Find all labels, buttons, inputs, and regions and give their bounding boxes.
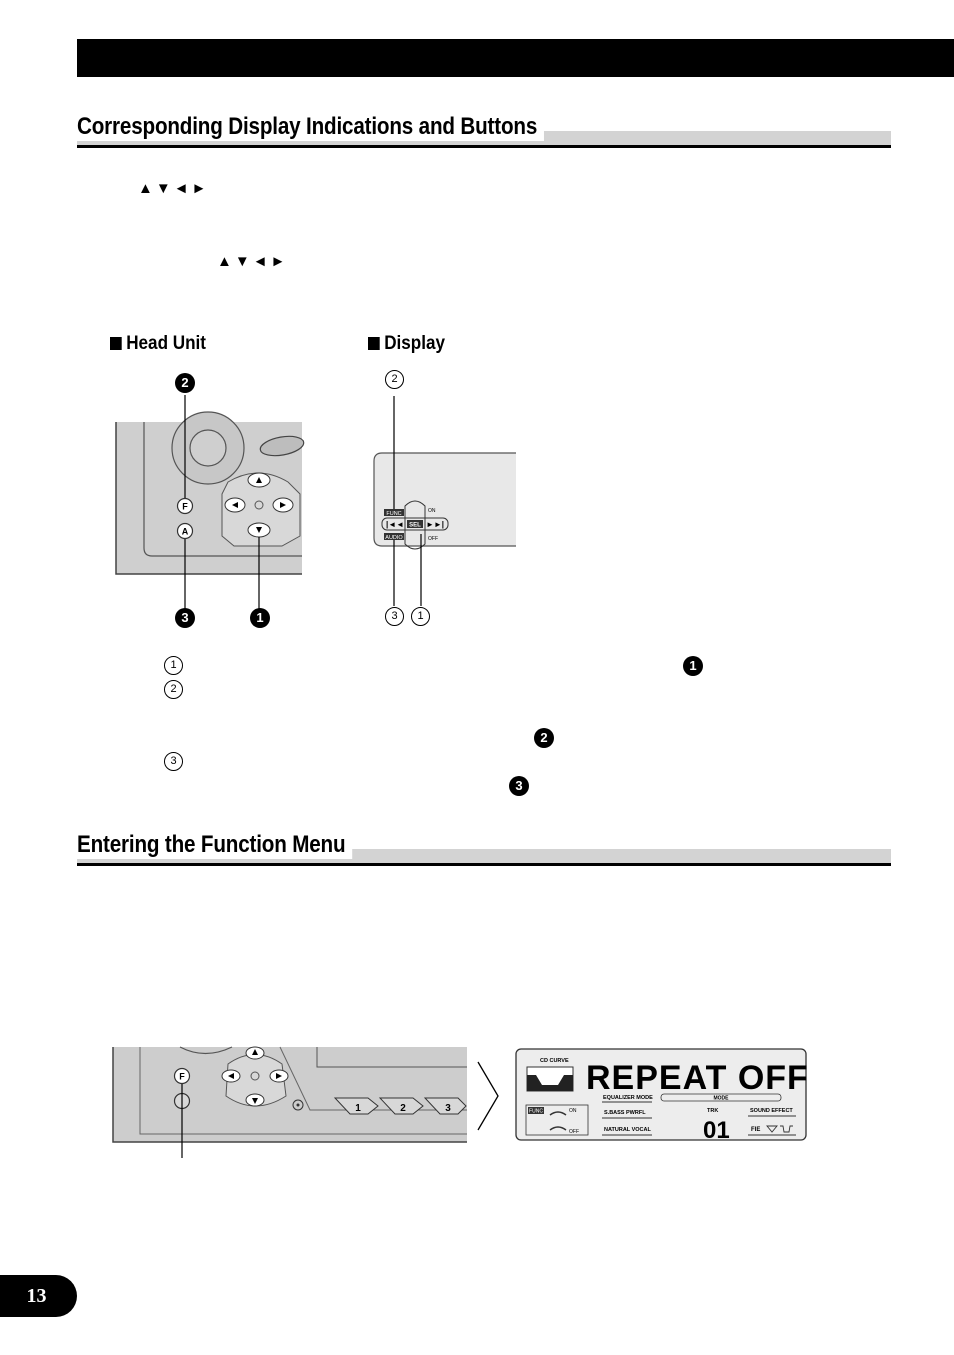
svg-text:FUNC: FUNC	[529, 1109, 543, 1115]
svg-text:►►|: ►►|	[426, 520, 444, 529]
callout-circled-1: 1	[411, 607, 430, 626]
audio-label	[384, 533, 404, 540]
head-unit-front-illustration: F 1 2 3	[112, 1046, 467, 1158]
svg-text:OFF: OFF	[428, 536, 438, 542]
svg-text:S.BASS PWRFL: S.BASS PWRFL	[604, 1110, 646, 1116]
subhead-head-unit: Head Unit	[110, 333, 206, 355]
section-heading-function-menu: Entering the Function Menu	[77, 831, 891, 866]
callout-circled-3: 3	[385, 607, 404, 626]
svg-text:F: F	[182, 502, 188, 512]
list-marker-2: 2	[164, 680, 183, 699]
list-marker-1: 1	[164, 656, 183, 675]
svg-text:ON: ON	[428, 508, 436, 514]
arrow-symbols: ▲▼◄►	[217, 253, 289, 270]
callout-2: 2	[175, 373, 195, 393]
lcd-panel: CD CURVE REPEAT OFF FUNC ON OFF EQUALIZE…	[515, 1048, 809, 1143]
head-unit-illustration: F A	[115, 395, 305, 609]
callout-1: 1	[250, 608, 270, 628]
svg-text:TRK: TRK	[707, 1108, 718, 1114]
f-button	[176, 497, 194, 515]
section-heading-display-buttons: Corresponding Display Indications and Bu…	[77, 113, 891, 148]
section-title: Corresponding Display Indications and Bu…	[77, 113, 545, 141]
func-label	[384, 509, 404, 516]
svg-text:OFF: OFF	[569, 1129, 579, 1135]
callout-3: 3	[175, 608, 195, 628]
svg-text:2: 2	[400, 1103, 406, 1114]
svg-text:MODE: MODE	[714, 1096, 730, 1102]
page-number: 13	[0, 1275, 77, 1317]
section-title: Entering the Function Menu	[77, 831, 353, 859]
list-ref-3: 3	[509, 776, 529, 796]
svg-text:F: F	[179, 1072, 185, 1082]
svg-text:EQUALIZER MODE: EQUALIZER MODE	[603, 1095, 653, 1101]
svg-text:1: 1	[355, 1103, 361, 1114]
list-ref-2: 2	[534, 728, 554, 748]
svg-text:ON: ON	[569, 1108, 577, 1114]
header-bar	[77, 39, 954, 77]
lcd-track-number: 01	[703, 1117, 730, 1143]
list-marker-3: 3	[164, 752, 183, 771]
svg-text:SEL: SEL	[409, 523, 421, 529]
svg-text:A: A	[182, 527, 189, 537]
sel-label	[407, 520, 423, 528]
svg-text:|◄◄: |◄◄	[386, 520, 404, 529]
svg-text:3: 3	[445, 1103, 451, 1114]
lcd-main-text: REPEAT OFF	[586, 1059, 809, 1097]
svg-text:FUNC: FUNC	[386, 511, 401, 517]
list-ref-1: 1	[683, 656, 703, 676]
display-illustration: FUNC AUDIO |◄◄ ►►| SEL ON OFF	[373, 396, 516, 606]
svg-text:NATURAL VOCAL: NATURAL VOCAL	[604, 1127, 651, 1133]
f-button	[173, 1067, 191, 1085]
callout-circled-2: 2	[385, 370, 404, 389]
cd-curve-label: CD CURVE	[540, 1058, 569, 1064]
svg-text:SOUND EFFECT: SOUND EFFECT	[750, 1108, 793, 1114]
svg-text:FIE: FIE	[751, 1127, 760, 1133]
a-button	[176, 522, 194, 540]
arrow-symbols: ▲▼◄►	[138, 180, 210, 197]
subhead-display: Display	[368, 333, 445, 355]
svg-text:AUDIO: AUDIO	[385, 535, 403, 541]
transition-arrow	[477, 1061, 499, 1131]
